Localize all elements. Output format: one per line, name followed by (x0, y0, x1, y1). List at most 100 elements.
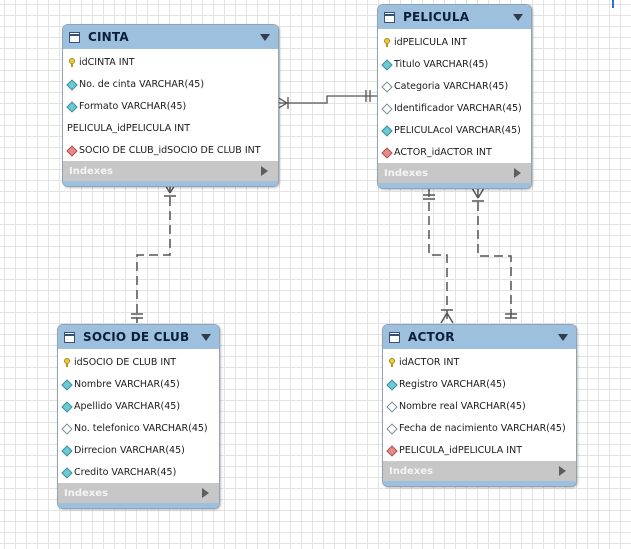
collapse-triangle-icon[interactable] (558, 334, 568, 341)
column-row[interactable]: PELICULA_idPELICULA INT (63, 117, 278, 139)
table-footer (63, 181, 278, 186)
expand-arrow-icon[interactable] (514, 168, 521, 178)
crowfoot-pelicula-b (477, 187, 485, 199)
rel-actor-pelicula[interactable] (471, 187, 517, 323)
column-text: Fecha de nacimiento VARCHAR(45) (399, 422, 566, 434)
not-null-column-icon (382, 126, 391, 135)
table-footer (58, 503, 219, 508)
rel-cinta-pelicula[interactable] (276, 90, 377, 110)
table-header[interactable]: SOCIO DE CLUB (58, 325, 219, 349)
column-row[interactable]: idPELICULA INT (378, 31, 531, 53)
column-list: idCINTA INT No. de cinta VARCHAR(45) Forma… (63, 49, 278, 161)
foreign-key-icon (382, 148, 391, 157)
column-text: idCINTA INT (79, 56, 135, 68)
column-text: Registro VARCHAR(45) (399, 378, 506, 390)
table-name: PELICULA (403, 10, 470, 24)
indexes-section[interactable]: Indexes (63, 161, 278, 181)
column-row[interactable]: Identificador VARCHAR(45) (378, 97, 531, 119)
crowfoot-actor-a (440, 312, 448, 324)
collapse-triangle-icon[interactable] (513, 14, 523, 21)
column-text: Categoria VARCHAR(45) (394, 80, 509, 92)
column-row[interactable]: Credito VARCHAR(45) (58, 461, 219, 483)
rel-pelicula-actor-line[interactable] (428, 188, 448, 323)
column-row[interactable]: Nombre real VARCHAR(45) (383, 395, 576, 417)
nullable-column-icon (382, 82, 391, 91)
expand-arrow-icon[interactable] (261, 166, 268, 176)
primary-key-icon (69, 57, 75, 67)
column-row[interactable]: No. telefonico VARCHAR(45) (58, 417, 219, 439)
not-null-column-icon (382, 60, 391, 69)
column-row[interactable]: ACTOR_idACTOR INT (378, 141, 531, 163)
table-header[interactable]: CINTA (63, 25, 278, 49)
nullable-column-icon (382, 104, 391, 113)
table-icon (384, 11, 395, 23)
primary-key-icon (384, 37, 390, 47)
indexes-section[interactable]: Indexes (58, 483, 219, 503)
foreign-key-icon (387, 446, 396, 455)
column-text: Identificador VARCHAR(45) (394, 102, 522, 114)
column-text: ACTOR_idACTOR INT (394, 146, 492, 158)
column-row[interactable]: PELICULAcol VARCHAR(45) (378, 119, 531, 141)
rel-cinta-pelicula-line[interactable] (277, 95, 377, 104)
collapse-triangle-icon[interactable] (201, 334, 211, 341)
column-row[interactable]: Fecha de nacimiento VARCHAR(45) (383, 417, 576, 439)
table-icon (64, 331, 75, 343)
column-text: PELICULA_idPELICULA INT (399, 444, 522, 456)
not-null-column-icon (67, 102, 76, 111)
column-text: PELICULA_idPELICULA INT (67, 122, 190, 134)
column-text: Titulo VARCHAR(45) (394, 58, 489, 70)
indexes-section[interactable]: Indexes (378, 163, 531, 183)
indexes-label: Indexes (389, 465, 433, 477)
rel-actor-pelicula-line[interactable] (477, 188, 512, 323)
primary-key-icon (64, 357, 70, 367)
column-text: Apellido VARCHAR(45) (74, 400, 181, 412)
not-null-column-icon (62, 446, 71, 455)
column-text: Nombre real VARCHAR(45) (399, 400, 526, 412)
indexes-section[interactable]: Indexes (383, 461, 576, 481)
column-row[interactable]: Titulo VARCHAR(45) (378, 53, 531, 75)
table-cinta[interactable]: CINTA idCINTA INT No. de cinta VARCHAR(45… (62, 24, 279, 187)
expand-arrow-icon[interactable] (202, 488, 209, 498)
table-header[interactable]: ACTOR (383, 325, 576, 349)
not-null-column-icon (62, 468, 71, 477)
nullable-column-icon (387, 424, 396, 433)
foreign-key-icon (67, 146, 76, 155)
column-row[interactable]: Formato VARCHAR(45) (63, 95, 278, 117)
table-socio-de-club[interactable]: SOCIO DE CLUB idSOCIO DE CLUB INT Nombre … (57, 324, 220, 509)
rel-cinta-socio[interactable] (131, 182, 177, 323)
column-text: No. de cinta VARCHAR(45) (79, 78, 205, 90)
table-footer (383, 481, 576, 486)
table-actor[interactable]: ACTOR idACTOR INT Registro VARCHAR(45) Nom… (382, 324, 577, 487)
column-list: idACTOR INT Registro VARCHAR(45) Nombre re… (383, 349, 576, 461)
column-row[interactable]: SOCIO DE CLUB_idSOCIO DE CLUB INT (63, 139, 278, 161)
column-row[interactable]: Categoria VARCHAR(45) (378, 75, 531, 97)
not-null-column-icon (62, 380, 71, 389)
column-row[interactable]: Registro VARCHAR(45) (383, 373, 576, 395)
column-text: Dirrecion VARCHAR(45) (74, 444, 185, 456)
rel-pelicula-actor[interactable] (423, 188, 454, 324)
column-text: idSOCIO DE CLUB INT (74, 356, 177, 368)
column-row[interactable]: idCINTA INT (63, 51, 278, 73)
column-row[interactable]: Dirrecion VARCHAR(45) (58, 439, 219, 461)
primary-key-icon (389, 357, 395, 367)
column-row[interactable]: idSOCIO DE CLUB INT (58, 351, 219, 373)
column-row[interactable]: No. de cinta VARCHAR(45) (63, 73, 278, 95)
column-text: Nombre VARCHAR(45) (74, 378, 180, 390)
collapse-triangle-icon[interactable] (260, 34, 270, 41)
table-pelicula[interactable]: PELICULA idPELICULA INT Titulo VARCHAR(45… (377, 4, 532, 189)
column-list: idPELICULA INT Titulo VARCHAR(45) Categori… (378, 29, 531, 163)
crowfoot-actor-b (446, 312, 454, 324)
column-text: PELICULAcol VARCHAR(45) (394, 124, 521, 136)
column-row[interactable]: Nombre VARCHAR(45) (58, 373, 219, 395)
expand-arrow-icon[interactable] (559, 466, 566, 476)
column-row[interactable]: PELICULA_idPELICULA INT (383, 439, 576, 461)
page-edge-line (612, 0, 614, 8)
column-text: Credito VARCHAR(45) (74, 466, 177, 478)
column-row[interactable]: Apellido VARCHAR(45) (58, 395, 219, 417)
rel-cinta-socio-line[interactable] (136, 183, 171, 323)
table-header[interactable]: PELICULA (378, 5, 531, 29)
column-row[interactable]: idACTOR INT (383, 351, 576, 373)
indexes-label: Indexes (384, 167, 428, 179)
table-name: CINTA (88, 30, 129, 44)
column-text: SOCIO DE CLUB_idSOCIO DE CLUB INT (79, 144, 261, 156)
